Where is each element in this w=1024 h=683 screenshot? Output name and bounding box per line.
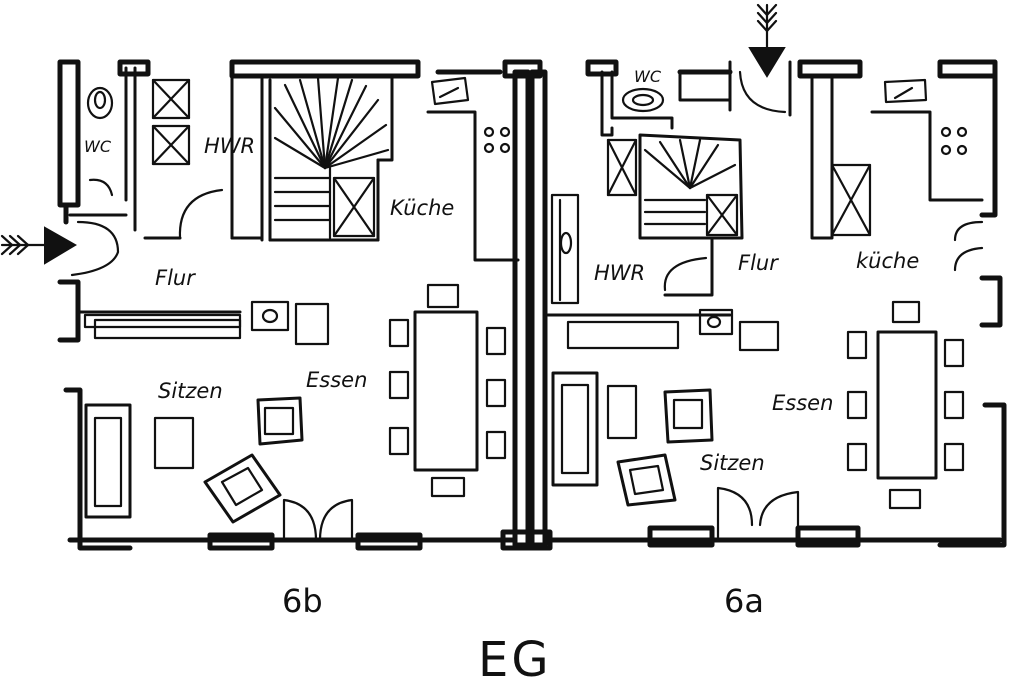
label-wc-6b: WC bbox=[84, 137, 112, 156]
label-hwr-6b: HWR bbox=[204, 134, 255, 158]
label-flur-6a: Flur bbox=[738, 251, 779, 275]
label-kueche-6b: Küche bbox=[390, 196, 454, 220]
unit-6b-interior bbox=[0, 66, 520, 542]
label-flur-6b: Flur bbox=[155, 266, 196, 290]
label-essen-6a: Essen bbox=[772, 391, 833, 415]
label-wc-6a: WC bbox=[634, 67, 662, 86]
entry-arrow-6b bbox=[0, 226, 77, 265]
label-hwr-6a: HWR bbox=[594, 261, 645, 285]
stair-6b bbox=[273, 76, 390, 240]
label-sitzen-6a: Sitzen bbox=[700, 451, 765, 475]
room-labels: WC HWR Küche Flur Essen Sitzen WC HWR Fl… bbox=[84, 67, 919, 475]
outer-walls bbox=[57, 59, 1007, 551]
stair-6a bbox=[638, 133, 744, 240]
unit-6a-interior bbox=[546, 3, 984, 542]
unit-label-6a: 6a bbox=[724, 582, 764, 620]
label-kueche-6a: küche bbox=[856, 249, 919, 273]
label-essen-6b: Essen bbox=[306, 368, 367, 392]
unit-label-6b: 6b bbox=[282, 582, 323, 620]
label-sitzen-6b: Sitzen bbox=[158, 379, 223, 403]
floor-label: EG bbox=[478, 632, 552, 683]
entry-arrow-6a bbox=[748, 3, 786, 78]
